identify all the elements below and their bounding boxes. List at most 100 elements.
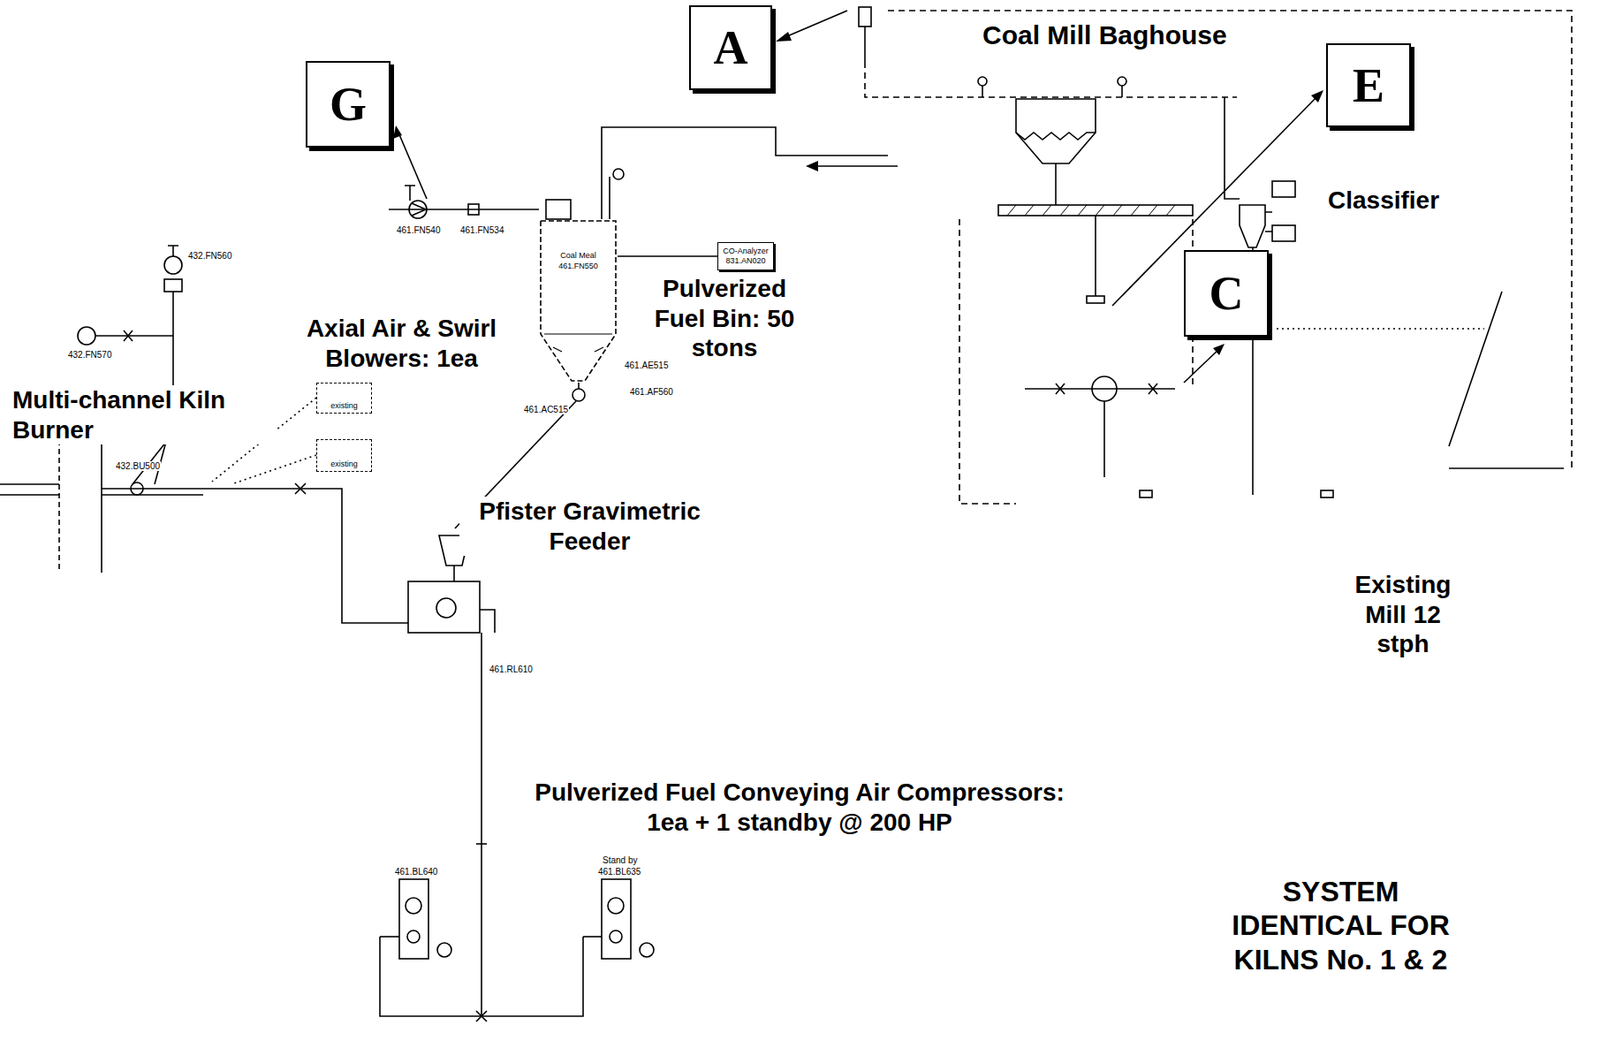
pipe bbox=[601, 127, 888, 220]
valve-symbol bbox=[123, 330, 133, 342]
callout-box: A bbox=[689, 5, 773, 91]
valve-symbol bbox=[476, 1010, 487, 1022]
baghouse-symbol bbox=[1016, 98, 1096, 164]
damper-symbol bbox=[468, 204, 479, 215]
node-text: C bbox=[1209, 269, 1244, 318]
fuel-bin: Coal Meal461.FN550 bbox=[538, 219, 618, 383]
tag-number: 461.FN534 bbox=[459, 225, 505, 236]
baghouse-filter bbox=[1016, 132, 1096, 140]
gas-duct bbox=[864, 61, 1237, 98]
rotary-valve bbox=[572, 388, 585, 402]
bin-aeration bbox=[544, 333, 613, 352]
equipment-label: Existing Mill 12 stph bbox=[1336, 569, 1470, 660]
node-text: E bbox=[1352, 61, 1385, 110]
instrument-symbol bbox=[130, 482, 144, 495]
bin-outline bbox=[538, 219, 618, 383]
feeder-rotor bbox=[436, 598, 456, 618]
pipe bbox=[479, 609, 495, 633]
screw-flight bbox=[1007, 204, 1176, 216]
filter-symbol bbox=[545, 199, 571, 220]
vent-symbol bbox=[404, 185, 416, 201]
node-text: Coal Meal bbox=[560, 250, 597, 262]
pipe bbox=[388, 208, 539, 211]
tag-number: 432.BU500 bbox=[114, 461, 161, 471]
callout-box: C bbox=[1183, 250, 1269, 337]
connector bbox=[617, 256, 718, 258]
valve-symbol bbox=[295, 483, 306, 494]
equipment-label: Pulverized Fuel Bin: 50 stons bbox=[649, 273, 800, 364]
motor-symbol bbox=[609, 930, 622, 943]
compressor-symbol bbox=[399, 879, 429, 959]
classifier-symbol bbox=[1239, 204, 1266, 248]
motor-symbol bbox=[1272, 181, 1296, 198]
instrument-symbol bbox=[639, 942, 654, 957]
note: SYSTEM IDENTICAL FOR KILNS No. 1 & 2 bbox=[1205, 874, 1476, 977]
node-text: existing bbox=[330, 401, 358, 411]
connector-line bbox=[617, 255, 718, 258]
instrument-line bbox=[1121, 85, 1123, 98]
node-text: CO-Analyzer bbox=[722, 246, 769, 257]
instrument-symbol bbox=[613, 168, 624, 180]
air-pipe bbox=[480, 632, 483, 1017]
compressor-symbol bbox=[405, 897, 422, 914]
motor-symbol bbox=[407, 930, 420, 943]
gas-duct bbox=[959, 219, 1017, 504]
vent-symbol bbox=[167, 245, 179, 257]
arrow-head bbox=[1311, 90, 1324, 103]
air-pipe bbox=[95, 334, 174, 337]
tag-number: 432.FN560 bbox=[187, 250, 233, 261]
motor-symbol bbox=[1272, 225, 1296, 242]
instrument-symbol bbox=[437, 942, 452, 957]
tag-number: 461.FN540 bbox=[395, 225, 441, 236]
fan-symbol bbox=[411, 203, 426, 216]
tag-number: 461.AC515 bbox=[523, 404, 569, 415]
fuel-pipe bbox=[101, 488, 409, 623]
leader-line bbox=[781, 10, 848, 39]
air-pipe bbox=[583, 935, 602, 938]
pipe bbox=[1054, 163, 1057, 205]
callout-box: E bbox=[1326, 43, 1411, 128]
tag-number: 831.AN020 bbox=[725, 256, 766, 266]
air-pipe bbox=[379, 935, 400, 938]
instrument-line bbox=[608, 176, 611, 220]
pipe bbox=[577, 382, 580, 389]
instrument-symbol bbox=[978, 76, 987, 86]
instrument-line bbox=[1265, 212, 1273, 232]
pipe bbox=[1103, 401, 1106, 478]
pipe-tick bbox=[476, 842, 487, 845]
pipe bbox=[1094, 215, 1097, 296]
valve-symbol bbox=[1148, 383, 1158, 395]
node-text: existing bbox=[330, 459, 358, 470]
damper-symbol bbox=[164, 279, 182, 292]
pipe bbox=[1448, 291, 1502, 447]
mill-symbol bbox=[1091, 376, 1117, 402]
existing-blower-box: existing bbox=[316, 382, 372, 414]
fan-symbol bbox=[164, 256, 182, 274]
tag-number: 461.BL635 bbox=[597, 866, 642, 877]
arrow-head bbox=[393, 125, 402, 139]
node-text: G bbox=[329, 80, 367, 129]
pipe bbox=[453, 565, 455, 582]
instrument-symbol bbox=[1139, 490, 1153, 498]
compressor-symbol bbox=[607, 897, 624, 914]
equipment-label: Axial Air & Swirl Blowers: 1ea bbox=[284, 313, 519, 373]
node-text: A bbox=[713, 23, 749, 72]
equipment-label: Pfister Gravimetric Feeder bbox=[459, 496, 721, 556]
arrow-head bbox=[805, 160, 819, 172]
fan-symbol bbox=[409, 200, 427, 219]
bin-outline bbox=[540, 220, 616, 381]
valve-symbol bbox=[1055, 383, 1065, 395]
instrument-line bbox=[981, 85, 984, 98]
stack-pipe bbox=[864, 26, 866, 62]
note: Stand by bbox=[601, 855, 638, 865]
fan-symbol bbox=[77, 326, 96, 345]
equipment-label: Coal Mill Baghouse bbox=[982, 19, 1228, 52]
existing-blower-box: existing bbox=[316, 439, 372, 472]
leader-line bbox=[398, 132, 427, 199]
air-pipe bbox=[379, 936, 584, 1017]
tag-number: 461.BL640 bbox=[394, 866, 439, 877]
tag-number: 461.RL610 bbox=[488, 664, 534, 675]
rotary-valve bbox=[1086, 295, 1105, 304]
instrument-symbol bbox=[1117, 76, 1127, 86]
